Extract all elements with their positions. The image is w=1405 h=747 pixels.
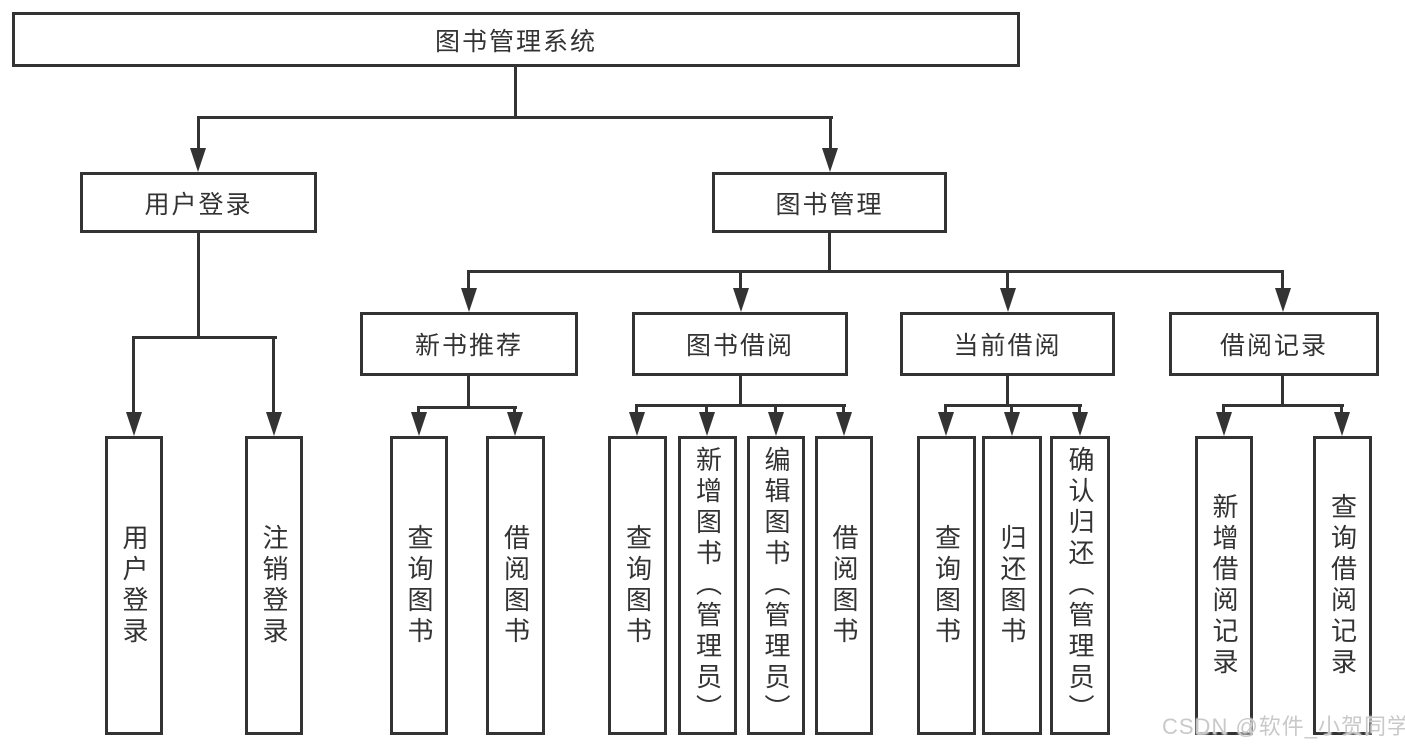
arrowhead-icon	[190, 148, 206, 172]
leaf-borrow-query-book: 查询图书	[608, 436, 667, 735]
leaf-current-confirm-return-admin-label: 确认归还（管理员）	[1065, 446, 1095, 725]
leaf-current-confirm-return-admin: 确认归还（管理员）	[1050, 436, 1110, 735]
node-root: 图书管理系统	[12, 12, 1020, 67]
arrowhead-icon	[836, 412, 852, 436]
connector-line	[197, 116, 833, 119]
arrowhead-icon	[266, 412, 282, 436]
arrowhead-icon	[768, 412, 784, 436]
connector-line	[739, 270, 742, 292]
leaf-recommend-query-book-label: 查询图书	[404, 523, 434, 648]
connector-line	[705, 404, 708, 416]
connector-line	[739, 376, 742, 407]
leaf-user-login: 用户登录	[105, 436, 163, 735]
connector-line	[635, 404, 638, 416]
node-book-borrow: 图书借阅	[632, 312, 848, 376]
connector-line	[944, 404, 947, 416]
leaf-recommend-borrow-book-label: 借阅图书	[500, 523, 531, 648]
leaf-record-query-record: 查询借阅记录	[1313, 436, 1372, 735]
connector-line	[197, 233, 200, 339]
connector-line	[467, 270, 470, 292]
leaf-user-login-label: 用户登录	[119, 523, 149, 648]
node-borrow-record: 借阅记录	[1169, 312, 1379, 376]
connector-line	[132, 336, 135, 414]
arrowhead-icon	[126, 412, 142, 436]
connector-line	[467, 270, 1284, 273]
connector-line	[1010, 404, 1013, 416]
connector-line	[1222, 404, 1344, 407]
connector-line	[1340, 404, 1343, 416]
arrowhead-icon	[411, 412, 427, 436]
connector-line	[774, 404, 777, 416]
connector-line	[132, 336, 277, 339]
connector-line	[842, 404, 845, 416]
connector-line	[272, 336, 275, 414]
node-current-borrow: 当前借阅	[900, 312, 1115, 376]
node-book-borrow-label: 图书借阅	[685, 332, 794, 360]
node-borrow-record-label: 借阅记录	[1219, 332, 1328, 360]
node-current-borrow-label: 当前借阅	[953, 332, 1062, 360]
leaf-recommend-query-book: 查询图书	[390, 436, 448, 735]
arrowhead-icon	[1000, 288, 1016, 312]
leaf-borrow-query-book-label: 查询图书	[622, 523, 653, 648]
leaf-logout: 注销登录	[245, 436, 303, 735]
leaf-record-add-record: 新增借阅记录	[1195, 436, 1253, 735]
leaf-record-query-record-label: 查询借阅记录	[1327, 492, 1358, 679]
connector-line	[417, 406, 420, 416]
connector-line	[1281, 270, 1284, 292]
connector-line	[944, 404, 1082, 407]
arrowhead-icon	[699, 412, 715, 436]
node-book-management-label: 图书管理	[775, 190, 884, 219]
connector-line	[417, 406, 517, 409]
arrowhead-icon	[938, 412, 954, 436]
arrowhead-icon	[1334, 412, 1350, 436]
leaf-logout-label: 注销登录	[259, 523, 289, 648]
connector-line	[467, 376, 470, 409]
connector-line	[514, 66, 517, 119]
connector-line	[197, 116, 200, 152]
leaf-current-return-book: 归还图书	[982, 436, 1042, 735]
arrowhead-icon	[1004, 412, 1020, 436]
connector-line	[829, 116, 832, 152]
arrowhead-icon	[733, 288, 749, 312]
arrowhead-icon	[1275, 288, 1291, 312]
connector-line	[635, 404, 846, 407]
leaf-recommend-borrow-book: 借阅图书	[486, 436, 545, 735]
node-user-login: 用户登录	[80, 172, 317, 233]
leaf-current-query-book-label: 查询图书	[931, 523, 962, 648]
leaf-borrow-add-book-admin: 新增图书（管理员）	[678, 436, 737, 735]
connector-line	[1281, 376, 1284, 407]
connector-line	[1078, 404, 1081, 416]
leaf-current-query-book: 查询图书	[917, 436, 976, 735]
node-new-book-recommend-label: 新书推荐	[414, 332, 523, 360]
arrowhead-icon	[461, 288, 477, 312]
leaf-borrow-edit-book-admin-label: 编辑图书（管理员）	[761, 446, 791, 725]
connector-line	[828, 233, 831, 273]
leaf-borrow-add-book-admin-label: 新增图书（管理员）	[692, 446, 723, 725]
connector-line	[1006, 376, 1009, 407]
leaf-current-return-book-label: 归还图书	[997, 523, 1027, 648]
arrowhead-icon	[1072, 412, 1088, 436]
arrowhead-icon	[822, 148, 838, 172]
connector-line	[1006, 270, 1009, 292]
leaf-record-add-record-label: 新增借阅记录	[1209, 492, 1239, 679]
connector-line	[1222, 404, 1225, 416]
node-book-management: 图书管理	[712, 172, 947, 233]
connector-line	[513, 406, 516, 416]
node-new-book-recommend: 新书推荐	[360, 312, 578, 376]
watermark: CSDN @软件_小贺同学	[1162, 714, 1405, 739]
arrowhead-icon	[1216, 412, 1232, 436]
leaf-borrow-edit-book-admin: 编辑图书（管理员）	[747, 436, 805, 735]
arrowhead-icon	[629, 412, 645, 436]
node-root-label: 图书管理系统	[434, 27, 597, 56]
arrowhead-icon	[507, 412, 523, 436]
leaf-borrow-borrow-book-label: 借阅图书	[829, 523, 859, 648]
leaf-borrow-borrow-book: 借阅图书	[815, 436, 873, 735]
node-user-login-label: 用户登录	[144, 190, 253, 219]
